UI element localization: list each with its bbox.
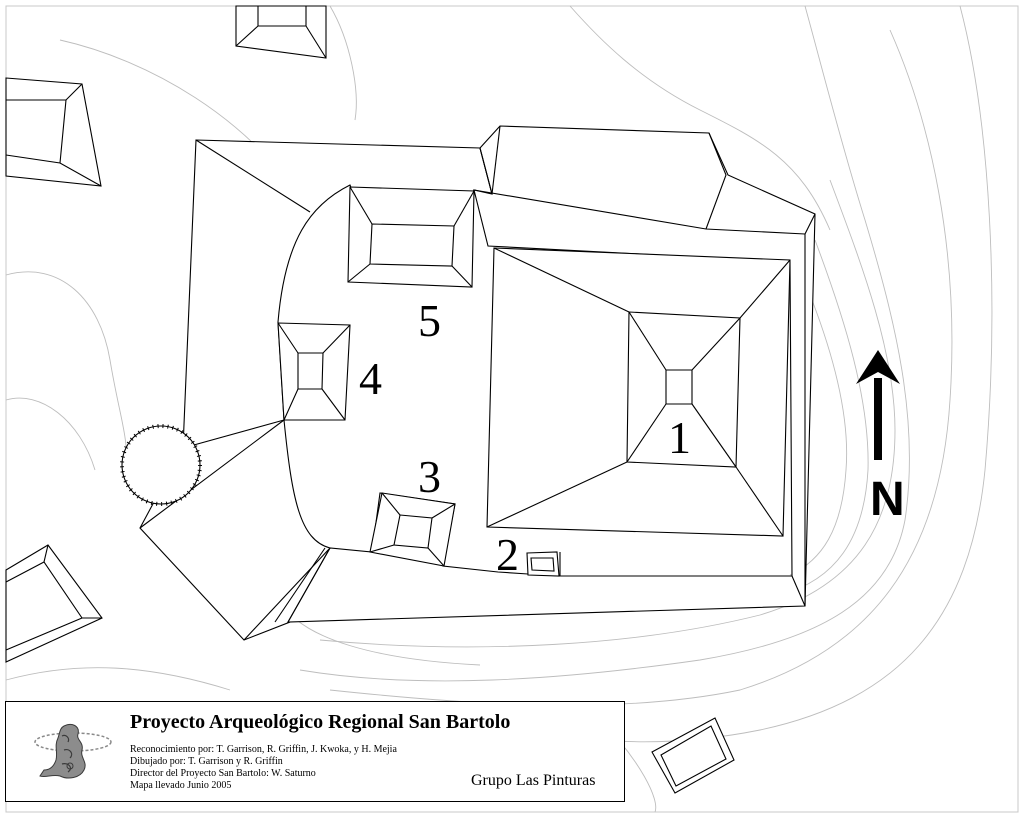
credit-date: Mapa llevado Junio 2005 [130, 780, 232, 791]
project-title: Proyecto Arqueológico Regional San Barto… [130, 711, 511, 733]
north-label: N [870, 473, 905, 526]
title-block: Proyecto Arqueológico Regional San Barto… [5, 701, 625, 802]
structure-label-5: 5 [418, 295, 441, 346]
structure-top-left [5, 77, 102, 187]
group-name: Grupo Las Pinturas [471, 772, 596, 789]
structure-1 [486, 247, 791, 537]
structure-label-1: 1 [668, 412, 691, 463]
structure-2 [526, 551, 560, 577]
structure-bottom-right [651, 717, 735, 794]
structure-4 [277, 322, 351, 421]
structure-label-3: 3 [418, 451, 441, 502]
structure-top-small [235, 5, 327, 59]
structure-label-4: 4 [359, 353, 382, 404]
credit-survey: Reconocimiento por: T. Garrison, R. Grif… [130, 744, 397, 755]
map-frame [5, 5, 1019, 813]
credit-drawn: Dibujado por: T. Garrison y R. Griffin [130, 756, 283, 767]
credit-director: Director del Proyecto San Bartolo: W. Sa… [130, 768, 316, 779]
structure-3 [369, 492, 456, 567]
structure-bottom-left [5, 544, 103, 663]
structure-label-2: 2 [496, 529, 519, 580]
north-arrow-icon [856, 350, 900, 460]
project-logo-icon [34, 723, 112, 779]
round-mound [120, 424, 202, 506]
structure-5 [347, 186, 475, 288]
